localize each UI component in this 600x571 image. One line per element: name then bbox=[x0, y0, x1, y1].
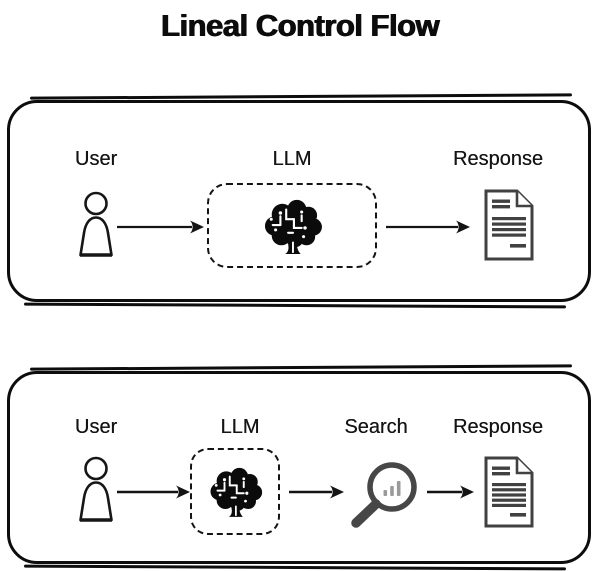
arrow-right-icon bbox=[117, 485, 190, 499]
node-label-response: Response bbox=[452, 148, 544, 170]
panel-tool-flow: User LLM Search Response bbox=[7, 371, 591, 564]
arrow-right-icon bbox=[386, 220, 470, 234]
llm-dashed-box bbox=[207, 183, 377, 268]
node-label-llm: LLM bbox=[272, 148, 312, 170]
node-label-llm: LLM bbox=[220, 416, 260, 438]
user-icon bbox=[79, 191, 113, 257]
brain-icon bbox=[264, 199, 322, 254]
user-icon bbox=[79, 456, 113, 522]
document-icon bbox=[484, 189, 534, 261]
node-label-user: User bbox=[74, 148, 118, 170]
node-label-user: User bbox=[74, 416, 118, 438]
arrow-right-icon bbox=[117, 220, 204, 234]
node-label-response: Response bbox=[452, 416, 544, 438]
mini-bar-chart-icon bbox=[383, 481, 401, 496]
document-icon bbox=[484, 456, 534, 528]
llm-dashed-box bbox=[190, 448, 280, 535]
arrow-right-icon bbox=[427, 485, 474, 499]
arrow-right-icon bbox=[289, 485, 344, 499]
brain-icon bbox=[210, 467, 263, 517]
node-label-search: Search bbox=[344, 416, 408, 438]
diagram-title: Lineal Control Flow bbox=[160, 8, 440, 43]
panel-direct-flow: User LLM Response bbox=[7, 100, 591, 302]
search-icon bbox=[351, 462, 417, 528]
